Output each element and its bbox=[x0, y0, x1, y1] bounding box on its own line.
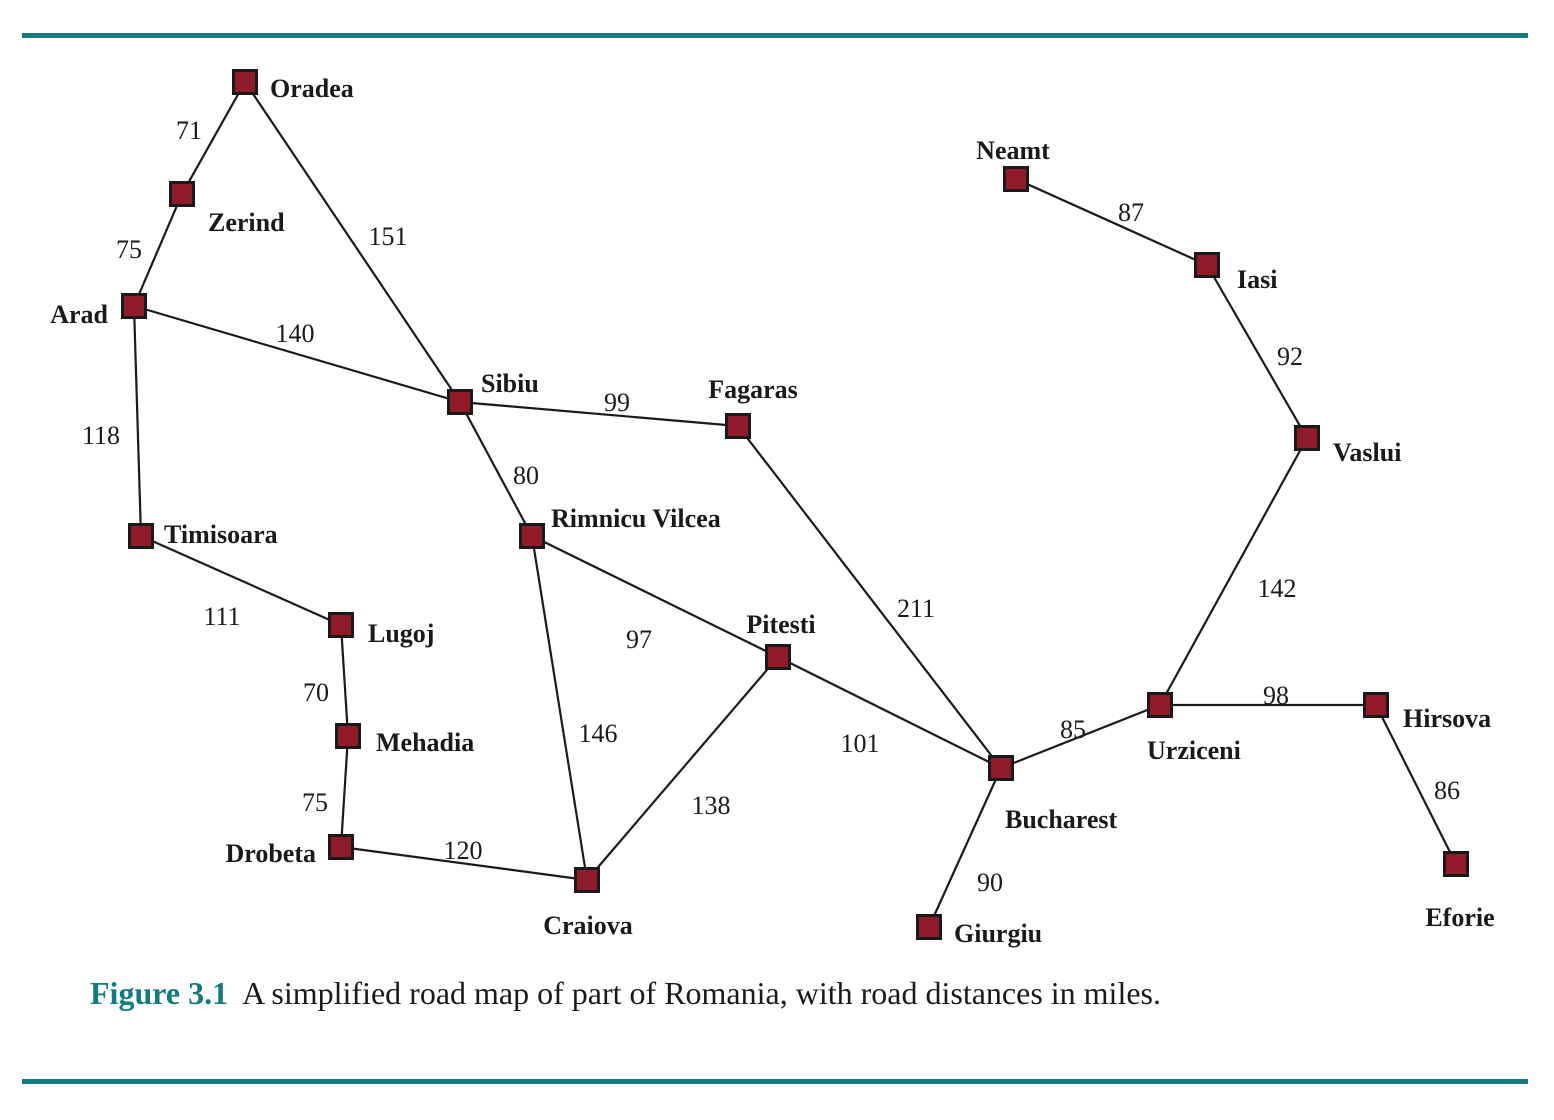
road-vaslui-iasi bbox=[1206, 264, 1308, 439]
distance-label-mehadia-drobeta: 75 bbox=[302, 788, 328, 817]
distance-label-rimnicu-vilcea-craiova: 146 bbox=[579, 719, 618, 748]
distance-label-timisoara-lugoj: 111 bbox=[203, 602, 240, 631]
distance-label-urziceni-hirsova: 98 bbox=[1263, 681, 1289, 710]
city-node-drobeta bbox=[328, 834, 354, 860]
roads-layer bbox=[132, 81, 1457, 928]
city-node-neamt bbox=[1003, 166, 1029, 192]
city-label-drobeta: Drobeta bbox=[225, 839, 316, 868]
distance-label-pitesti-bucharest: 101 bbox=[841, 729, 880, 758]
road-pitesti-bucharest bbox=[777, 656, 1002, 769]
city-label-eforie: Eforie bbox=[1425, 903, 1494, 932]
city-label-zerind: Zerind bbox=[208, 208, 285, 237]
road-hirsova-eforie bbox=[1375, 704, 1457, 865]
distance-label-vaslui-iasi: 92 bbox=[1277, 342, 1303, 371]
distance-label-arad-sibiu: 140 bbox=[276, 319, 315, 348]
distance-label-oradea-sibiu: 151 bbox=[369, 222, 408, 251]
road-oradea-zerind bbox=[181, 81, 246, 195]
city-label-bucharest: Bucharest bbox=[1005, 805, 1118, 834]
distance-label-sibiu-rimnicu-vilcea: 80 bbox=[513, 461, 539, 490]
top-rule bbox=[22, 33, 1528, 38]
distance-label-bucharest-giurgiu: 90 bbox=[977, 868, 1003, 897]
city-label-iasi: Iasi bbox=[1237, 265, 1277, 294]
city-node-rimnicu-vilcea bbox=[519, 523, 545, 549]
city-node-arad bbox=[121, 293, 147, 319]
road-sibiu-rimnicu-vilcea bbox=[459, 401, 533, 537]
city-label-hirsova: Hirsova bbox=[1403, 704, 1491, 733]
city-node-mehadia bbox=[335, 723, 361, 749]
city-label-rimnicu-vilcea: Rimnicu Vilcea bbox=[551, 504, 721, 533]
city-node-sibiu bbox=[447, 389, 473, 415]
city-label-lugoj: Lugoj bbox=[368, 619, 434, 648]
city-node-bucharest bbox=[988, 755, 1014, 781]
city-node-oradea bbox=[232, 69, 258, 95]
city-node-eforie bbox=[1443, 851, 1469, 877]
road-drobeta-craiova bbox=[340, 845, 588, 882]
road-lugoj-mehadia bbox=[339, 624, 350, 737]
caption-number: Figure 3.1 bbox=[90, 975, 229, 1011]
road-fagaras-bucharest bbox=[737, 425, 1002, 769]
distance-label-hirsova-eforie: 86 bbox=[1434, 776, 1460, 805]
road-craiova-pitesti bbox=[586, 656, 779, 881]
distance-label-fagaras-bucharest: 211 bbox=[897, 594, 935, 623]
road-rimnicu-vilcea-pitesti bbox=[531, 535, 779, 658]
city-label-timisoara: Timisoara bbox=[164, 520, 278, 549]
distance-label-zerind-arad: 75 bbox=[116, 235, 142, 264]
city-label-neamt: Neamt bbox=[976, 136, 1050, 165]
distance-label-bucharest-urziceni: 85 bbox=[1060, 715, 1086, 744]
distance-label-sibiu-fagaras: 99 bbox=[604, 388, 630, 417]
city-label-pitesti: Pitesti bbox=[746, 610, 815, 639]
distance-label-urziceni-vaslui: 142 bbox=[1258, 574, 1297, 603]
road-bucharest-giurgiu bbox=[927, 767, 1003, 928]
city-label-sibiu: Sibiu bbox=[481, 369, 539, 398]
distance-label-oradea-zerind: 71 bbox=[176, 116, 202, 145]
distance-labels: 71 75 151 140 118 111 70 75 120 99 80 97 146 138 101 21… bbox=[82, 116, 1460, 897]
city-node-timisoara bbox=[128, 523, 154, 549]
city-label-oradea: Oradea bbox=[270, 74, 354, 103]
road-mehadia-drobeta bbox=[339, 735, 350, 848]
distance-label-iasi-neamt: 87 bbox=[1118, 198, 1144, 227]
figure-caption: Figure 3.1 A simplified road map of part … bbox=[90, 975, 1161, 1012]
distance-label-lugoj-mehadia: 70 bbox=[303, 678, 329, 707]
bottom-rule bbox=[22, 1079, 1528, 1084]
road-urziceni-vaslui bbox=[1159, 437, 1308, 706]
city-label-mehadia: Mehadia bbox=[376, 728, 474, 757]
city-node-vaslui bbox=[1294, 425, 1320, 451]
city-nodes bbox=[121, 69, 1469, 940]
city-node-hirsova bbox=[1363, 692, 1389, 718]
city-label-urziceni: Urziceni bbox=[1147, 736, 1241, 765]
road-arad-timisoara bbox=[132, 305, 143, 537]
distance-label-arad-timisoara: 118 bbox=[82, 421, 120, 450]
distance-label-craiova-pitesti: 138 bbox=[692, 791, 731, 820]
city-label-craiova: Craiova bbox=[543, 911, 633, 940]
road-oradea-sibiu bbox=[244, 81, 461, 403]
road-sibiu-fagaras bbox=[459, 400, 739, 428]
city-label-arad: Arad bbox=[50, 300, 108, 329]
distance-label-drobeta-craiova: 120 bbox=[444, 836, 483, 865]
city-node-urziceni bbox=[1147, 692, 1173, 718]
distance-label-rimnicu-vilcea-pitesti: 97 bbox=[626, 625, 652, 654]
city-node-pitesti bbox=[765, 644, 791, 670]
city-label-giurgiu: Giurgiu bbox=[954, 919, 1042, 948]
road-arad-sibiu bbox=[133, 304, 461, 404]
road-timisoara-lugoj bbox=[140, 534, 342, 627]
city-label-fagaras: Fagaras bbox=[708, 375, 798, 404]
city-node-zerind bbox=[169, 181, 195, 207]
road-bucharest-urziceni bbox=[1000, 703, 1161, 770]
road-zerind-arad bbox=[132, 193, 184, 307]
caption-text: A simplified road map of part of Romania… bbox=[242, 975, 1161, 1011]
road-iasi-neamt bbox=[1015, 177, 1208, 267]
city-label-vaslui: Vaslui bbox=[1333, 438, 1401, 467]
city-node-craiova bbox=[574, 867, 600, 893]
city-node-lugoj bbox=[328, 612, 354, 638]
city-labels: OradeaZerindAradTimisoaraLugojMehadiaDro… bbox=[50, 74, 1494, 948]
city-node-iasi bbox=[1194, 252, 1220, 278]
city-node-fagaras bbox=[725, 413, 751, 439]
road-rimnicu-vilcea-craiova bbox=[530, 535, 589, 881]
city-node-giurgiu bbox=[916, 914, 942, 940]
